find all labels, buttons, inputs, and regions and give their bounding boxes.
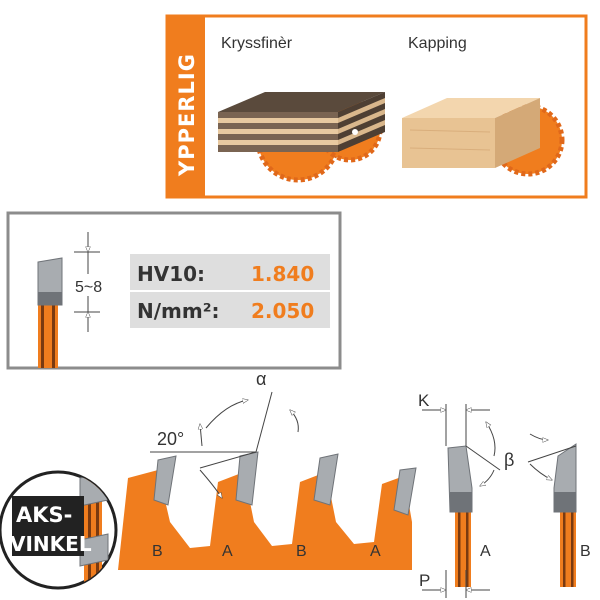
bevel-angle-label: β bbox=[504, 450, 514, 470]
profile-b bbox=[553, 443, 577, 587]
clearance-angle-label: α bbox=[256, 369, 266, 389]
tooth-label-4: A bbox=[370, 543, 381, 560]
profile-a bbox=[447, 445, 473, 587]
strength-label: N/mm²: bbox=[137, 299, 219, 323]
profile-b-label: B bbox=[580, 543, 591, 560]
blade-body bbox=[118, 470, 412, 570]
hook-angle-label: 20° bbox=[157, 429, 184, 449]
badge-line-1: AKS- bbox=[16, 503, 72, 527]
axial-angle-badge: AKS- VINKEL bbox=[0, 470, 118, 590]
blade-tooth-1 bbox=[153, 455, 177, 506]
crosscut-wood-illustration bbox=[402, 98, 565, 177]
blade-tooth-3 bbox=[313, 453, 339, 506]
application-item-label-2: Kapping bbox=[408, 35, 467, 52]
badge-line-2: VINKEL bbox=[10, 532, 92, 556]
tooth-panel: 5~8 HV10: 1.840 N/mm²: 2.050 bbox=[6, 211, 342, 370]
k-label: K bbox=[418, 391, 430, 410]
hardness-value: 1.840 bbox=[251, 262, 314, 286]
plywood-cut-illustration bbox=[218, 92, 385, 183]
blade-tooth-4 bbox=[393, 467, 417, 516]
application-item-label-1: Kryssfinèr bbox=[221, 35, 293, 52]
tooth-label-2: A bbox=[222, 543, 233, 560]
application-side-band bbox=[167, 16, 205, 197]
blade-tooth-2 bbox=[235, 451, 259, 506]
application-panel: YPPERLIG Kryssfinèr Kapping bbox=[165, 14, 588, 199]
tooth-dimension: 5~8 bbox=[75, 279, 102, 296]
blade-geometry: α 20° B A B A K bbox=[118, 369, 591, 598]
tooth-label-1: B bbox=[152, 543, 163, 560]
profile-a-label: A bbox=[480, 543, 491, 560]
tooth-label-3: B bbox=[296, 543, 307, 560]
p-label: P bbox=[419, 571, 430, 590]
strength-value: 2.050 bbox=[251, 299, 314, 323]
application-side-label: YPPERLIG bbox=[175, 53, 199, 177]
hardness-label: HV10: bbox=[137, 262, 205, 286]
